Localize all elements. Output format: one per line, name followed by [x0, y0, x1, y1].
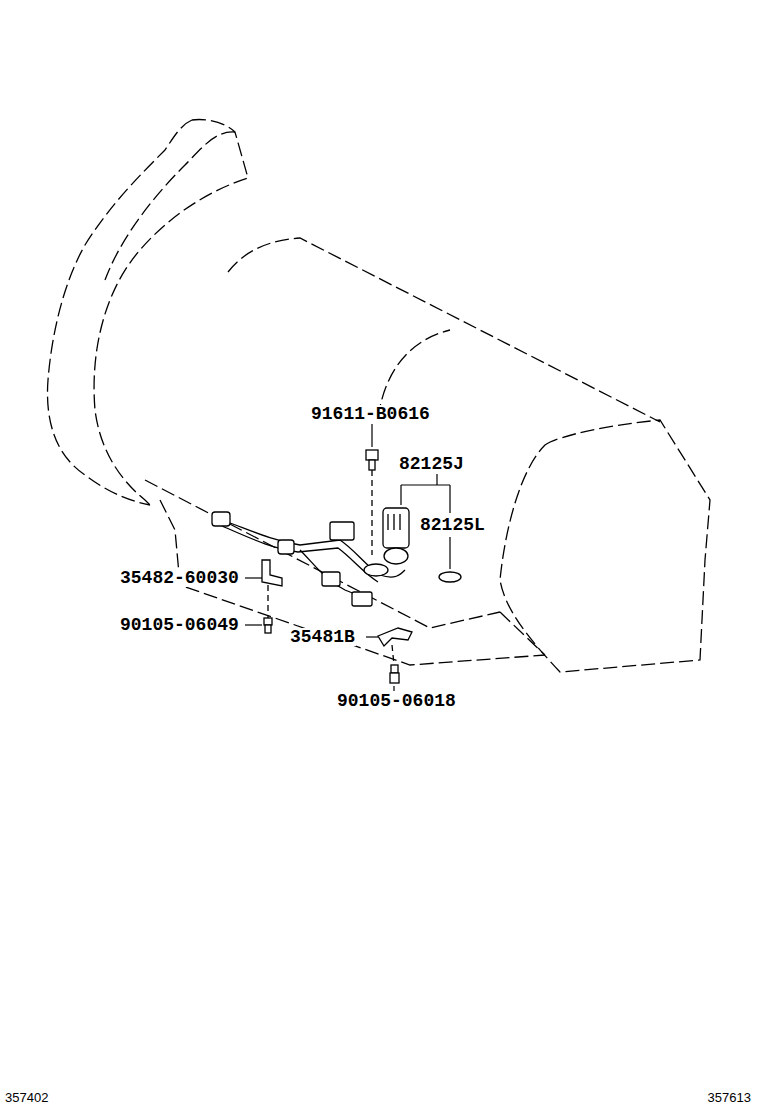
figure-number: 357613 [707, 1091, 752, 1104]
figure-number: 357402 [4, 1091, 49, 1104]
part-number: 35481B [289, 628, 356, 646]
harness-and-parts [212, 450, 461, 683]
part-number: 90105-06018 [336, 692, 457, 710]
part-number: 90105-06049 [119, 616, 240, 634]
part-number: 82125J [398, 455, 465, 473]
part-number: 91611-B0616 [310, 405, 431, 423]
part-number: 82125L [419, 516, 486, 534]
part-number: 35482-60030 [119, 569, 240, 587]
transmission-outline [47, 120, 710, 673]
